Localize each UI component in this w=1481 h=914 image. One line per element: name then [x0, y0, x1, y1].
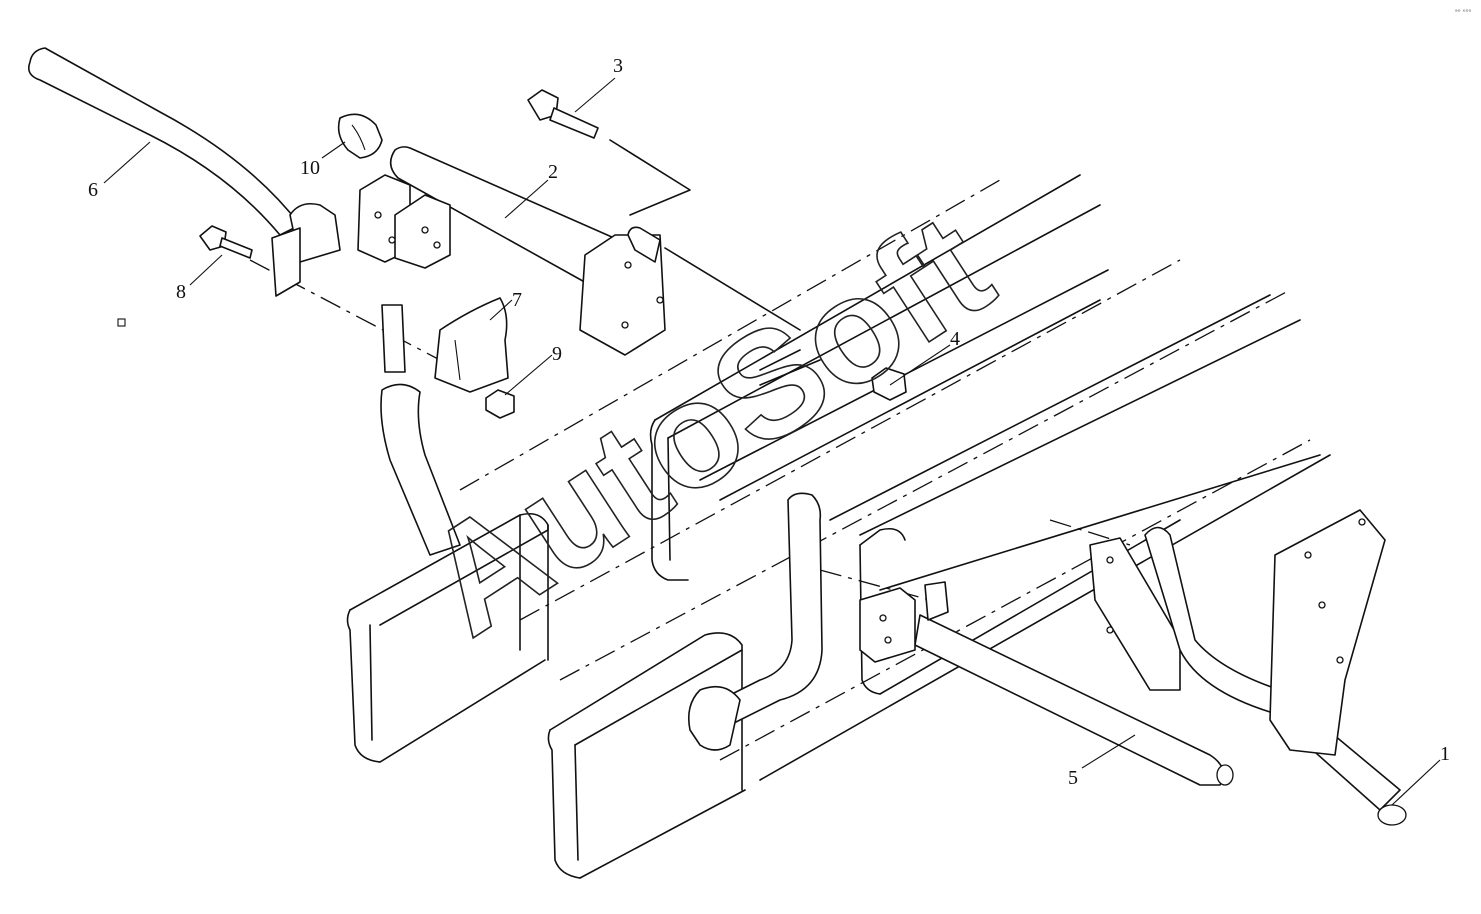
bolt-left [199, 225, 253, 259]
clamp-right [859, 581, 949, 663]
bolt-top [527, 89, 599, 139]
callout-labels: 1 2 3 4 5 6 7 8 9 10 [88, 55, 1450, 789]
nut-rail [871, 367, 907, 401]
frame-rail-lower [346, 454, 1331, 879]
callout-8: 8 [176, 281, 186, 303]
callout-6: 6 [88, 179, 98, 201]
alignment-lines [249, 179, 1311, 761]
callout-9: 9 [552, 343, 562, 365]
pivot-bar [389, 139, 801, 356]
leader-lines [103, 77, 1441, 806]
rear-bar-assembly [1089, 509, 1407, 826]
corner-mark: ᵃᵒ ᵉᵒᵒ [1455, 8, 1472, 16]
clamp-left [271, 202, 341, 297]
stabilizer-bar-left [27, 47, 461, 556]
nut-left [485, 389, 515, 419]
callout-2: 2 [548, 161, 558, 183]
frame-rail-upper [649, 174, 1321, 591]
callout-1: 1 [1440, 743, 1450, 765]
bushing [337, 113, 383, 159]
mounting-bracket [357, 174, 451, 269]
callout-10: 10 [300, 157, 320, 179]
square-marker [117, 318, 126, 327]
stabilizer-bar-right [687, 492, 1225, 786]
callout-7: 7 [512, 289, 522, 311]
callout-4: 4 [950, 328, 960, 350]
callout-3: 3 [613, 55, 623, 77]
callout-5: 5 [1068, 767, 1078, 789]
clamp-bracket [434, 297, 509, 393]
